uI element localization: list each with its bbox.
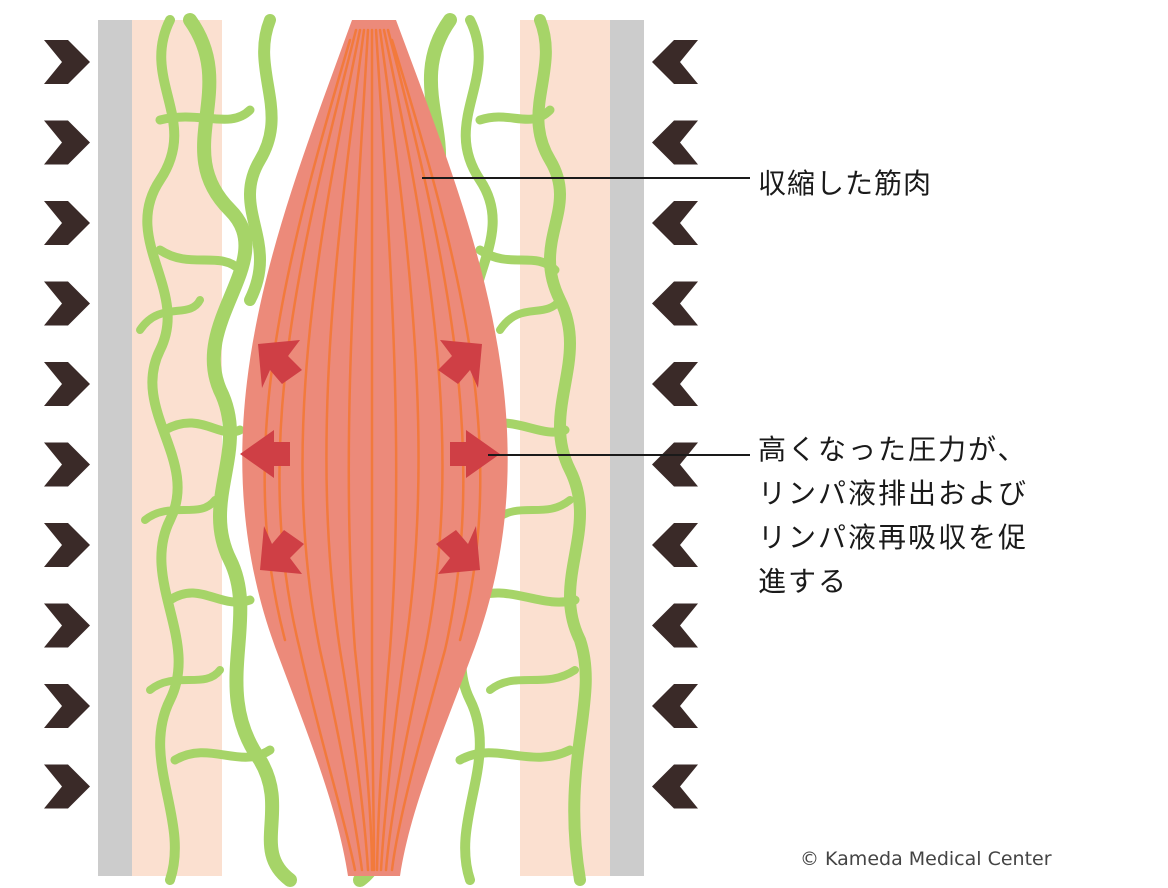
external-pressure-arrow-right: [652, 120, 698, 165]
external-pressure-arrow-right: [652, 201, 698, 245]
pressure-arrow-left-middle: [240, 430, 290, 478]
muscle-fibers: [263, 28, 482, 872]
left-skin-band: [98, 20, 132, 876]
internal-pressure-arrows: [240, 340, 500, 574]
muscle-label: 収縮した筋肉: [758, 167, 933, 200]
external-pressure-arrow-right: [652, 684, 698, 728]
external-pressure-arrow-right: [652, 523, 698, 567]
pressure-arrow-right-lower: [436, 526, 480, 574]
external-pressure-arrow-right: [652, 442, 698, 487]
left-lymph-vessels: [136, 13, 297, 887]
external-pressure-arrow-right: [652, 40, 698, 84]
external-pressure-arrow-left: [44, 523, 90, 567]
external-pressure-arrows-right: [652, 40, 698, 809]
external-pressure-arrow-left: [44, 40, 90, 84]
pressure-label-line-1: 高くなった圧力が、: [758, 433, 1028, 466]
right-skin-band: [610, 20, 644, 876]
external-pressure-arrow-right: [652, 764, 698, 809]
pressure-label-line-2: リンパ液排出および: [758, 477, 1029, 510]
copyright-credit: © Kameda Medical Center: [800, 848, 1052, 870]
external-pressure-arrow-left: [44, 201, 90, 245]
pressure-arrow-right-middle: [450, 430, 500, 478]
pressure-arrow-left-upper: [258, 340, 302, 388]
external-pressure-arrow-left: [44, 764, 90, 809]
pressure-label-line-3: リンパ液再吸収を促: [758, 521, 1029, 554]
external-pressure-arrow-right: [652, 603, 698, 648]
pressure-arrow-left-lower: [260, 526, 304, 574]
external-pressure-arrow-left: [44, 603, 90, 648]
pressure-label-line-4: 進する: [758, 565, 849, 598]
external-pressure-arrow-left: [44, 442, 90, 487]
external-pressure-arrow-left: [44, 684, 90, 728]
pressure-label: 高くなった圧力が、 リンパ液排出および リンパ液再吸収を促 進する: [758, 428, 1088, 604]
external-pressure-arrow-left: [44, 120, 90, 165]
external-pressure-arrow-right: [652, 281, 698, 326]
pressure-arrow-right-upper: [438, 340, 482, 388]
external-pressure-arrow-left: [44, 281, 90, 326]
external-pressure-arrow-right: [652, 362, 698, 406]
external-pressure-arrow-left: [44, 362, 90, 406]
external-pressure-arrows-left: [44, 40, 90, 809]
